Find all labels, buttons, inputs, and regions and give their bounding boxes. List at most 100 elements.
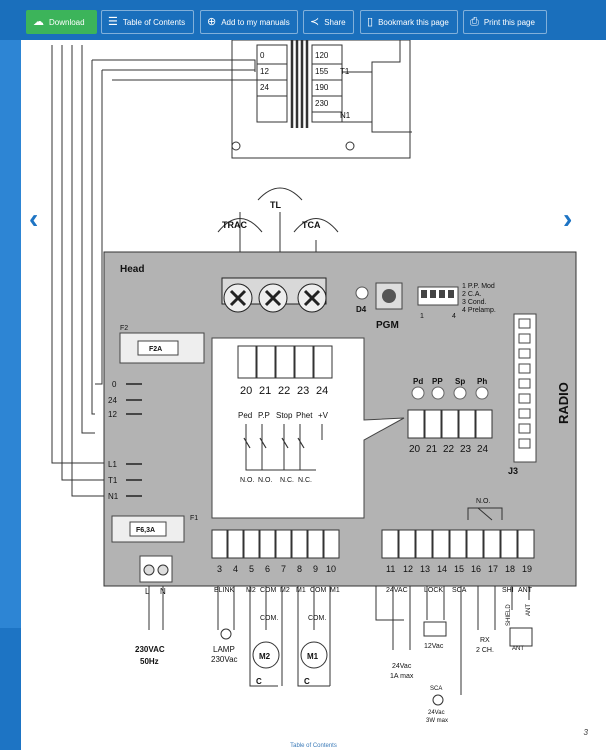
m2-label: M2 [246,587,256,594]
term-label: T1 [108,476,118,485]
f2-label: F2 [120,325,128,332]
toc-footer-link[interactable]: Table of Contents [290,743,337,749]
radio-label: RADIO [556,382,571,424]
contact-label: N.O. [240,477,254,484]
download-button[interactable]: ☁Download [26,10,97,34]
blink-label: BLINK [214,587,235,594]
terminal-num: 7 [281,564,286,574]
terminal-cell [466,529,484,559]
share-label: Share [324,17,346,27]
terminal-cell [227,529,244,559]
term-label: L1 [108,460,117,469]
terminal-num: 4 [233,564,238,574]
tx-label: 24 [260,83,269,92]
callout-num: 20 [240,385,252,397]
input-label: Ped [238,411,252,420]
motor-com-label: COM. [260,615,278,622]
d4-label: D4 [356,305,367,314]
lamp-label: LAMP [213,645,235,654]
wiring-diagram: 0 12 24 120 155 190 230 T1 N1 TL TRAC TC… [51,40,577,724]
led-label: Sp [455,377,465,386]
2ch-label: 2 CH. [476,647,494,654]
terminal-num: 6 [265,564,270,574]
f1-label: F1 [190,515,198,522]
led-label: Pd [413,377,423,386]
dip-legend: 1 P.P. Mod [462,283,495,290]
terminal-cell [243,529,260,559]
motor-m1: M1 [307,652,319,661]
j3-label: J3 [508,466,518,476]
toc-label: Table of Contents [122,17,186,27]
bookmark-icon: ▯ [367,15,374,28]
shield-label: SHIELD [506,604,512,626]
power-l-label: L [145,587,150,596]
bookmark-button[interactable]: ▯ Bookmark this page [360,10,458,34]
rx-label: RX [480,637,490,644]
terminal-num: 23 [460,444,472,455]
motor-m2: M2 [259,652,271,661]
terminal-num: 3 [217,564,222,574]
terminal-cell [259,529,276,559]
page-number: 3 [583,728,588,737]
tx-label: 0 [260,51,265,60]
tx-label: 120 [315,51,329,60]
print-label: Print this page [483,17,535,27]
ant-label: ANT [518,587,533,594]
230vac-label: 230VAC [135,645,165,654]
24vac-label: 24VAC [386,587,408,594]
dip-legend: 3 Cond. [462,299,487,306]
led-label: PP [432,377,443,386]
term-label: 24 [108,396,117,405]
trimmer-tl-label: TL [270,200,281,210]
toolbar: ☁Download ☰Table of Contents ⊕Add to my … [0,0,606,40]
f2a-label: F2A [149,346,162,353]
lamp-voltage: 230Vac [211,655,238,664]
terminal-cell [291,529,308,559]
manual-page: 0 12 24 120 155 190 230 T1 N1 TL TRAC TC… [21,40,606,750]
terminal-num: 24 [477,444,489,455]
download-label: Download [49,17,85,27]
bookmark-label: Bookmark this page [378,17,449,27]
callout-num: 21 [259,385,271,397]
terminal-cell [500,529,518,559]
terminal-cell [517,529,535,559]
printer-icon: ⎙ [470,15,479,28]
head-label: Head [120,264,144,275]
50hz-label: 50Hz [140,657,159,666]
callout-num: 22 [278,385,290,397]
amax-label: 1A max [390,673,414,680]
share-button[interactable]: ≺Share [303,10,354,34]
table-of-contents-button[interactable]: ☰Table of Contents [101,10,194,34]
add-to-manuals-button[interactable]: ⊕Add to my manuals [200,10,298,34]
ant-box-label: ANT [512,646,524,652]
terminal-cell [483,529,501,559]
term-label: 0 [112,380,117,389]
com-label: COM [260,587,277,594]
terminal-num: 19 [522,564,532,574]
terminal-num: 16 [471,564,481,574]
terminal-cell [415,529,433,559]
capacitor-label: C [304,677,310,686]
next-page-arrow[interactable]: › [563,203,573,234]
dip-legend: 4 Prelamp. [462,307,496,314]
tx-label: T1 [340,67,350,76]
sca-lamp-label: SCA [430,686,442,692]
dip-num: 4 [452,313,456,320]
contact-label: N.C. [298,477,312,484]
led-label: Ph [477,377,487,386]
plus-circle-icon: ⊕ [207,15,217,28]
terminal-num: 9 [313,564,318,574]
terminal-num: 15 [454,564,464,574]
terminal-num: 11 [386,564,395,574]
prev-page-arrow[interactable]: ‹ [29,203,39,234]
callout-num: 23 [297,385,309,397]
terminal-num: 21 [426,444,438,455]
terminal-num: 8 [297,564,302,574]
term-label: 12 [108,410,117,419]
terminal-cell [307,529,324,559]
input-label: Phet [296,411,313,420]
print-button[interactable]: ⎙ Print this page [463,10,547,34]
com-label: COM [310,587,327,594]
terminal-num: 5 [249,564,254,574]
left-sidebar [0,40,21,628]
